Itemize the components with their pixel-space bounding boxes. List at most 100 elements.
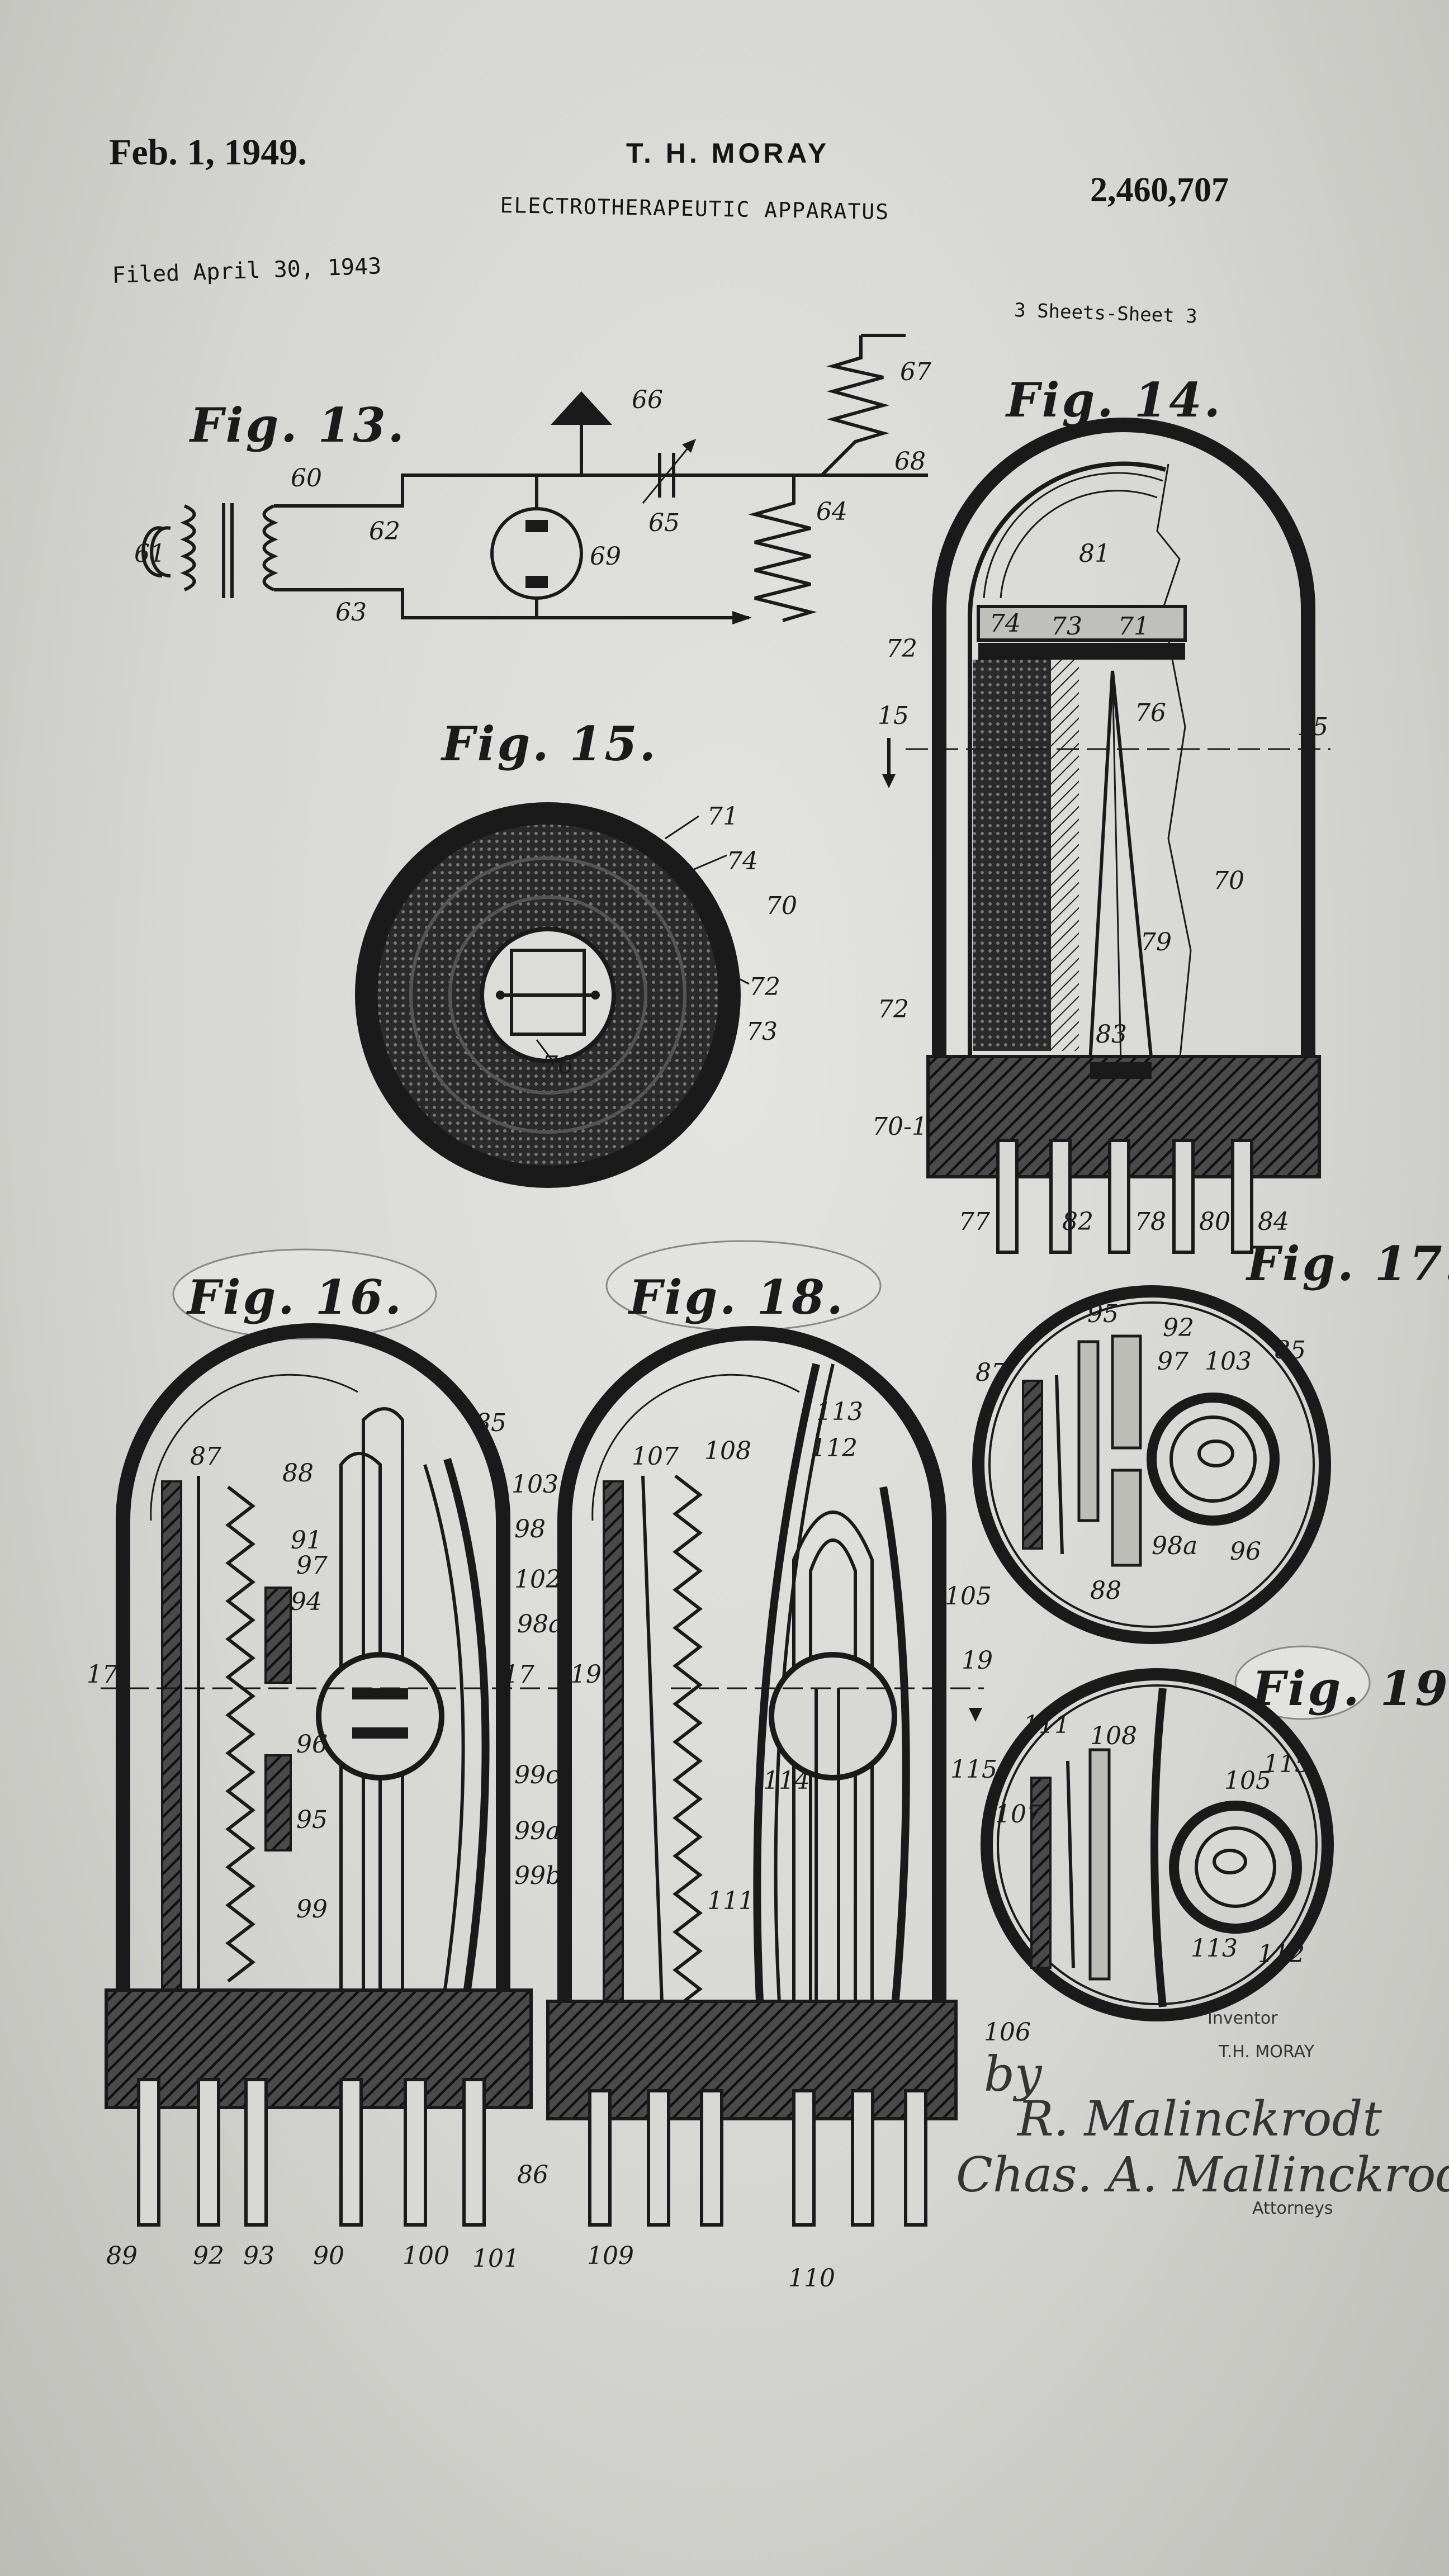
fig14-label-76: 76 <box>1135 699 1166 727</box>
figure-13-circuit: Fig. 13. <box>134 334 931 627</box>
figure-14-tube: Fig. 14. <box>872 372 1330 1254</box>
fig16-label-17a: 17 <box>87 1660 118 1689</box>
fig16-label-86: 86 <box>517 2161 548 2189</box>
fig14-label-78: 78 <box>1135 1208 1166 1236</box>
fig19-label-105: 105 <box>1224 1767 1271 1795</box>
fig18-caption: Fig. 18. <box>628 1270 845 1325</box>
fig18-label-19a: 19 <box>570 1660 602 1689</box>
fig18-label-112: 112 <box>811 1434 858 1462</box>
fig16-label-100: 100 <box>402 2242 449 2270</box>
fig17-label-85: 85 <box>1275 1336 1306 1365</box>
fig15-label-74: 74 <box>727 847 758 875</box>
fig18-label-113: 113 <box>816 1398 863 1426</box>
fig14-label-83: 83 <box>1096 1020 1127 1049</box>
fig18-label-105: 105 <box>945 1582 992 1611</box>
fig16-label-95: 95 <box>296 1806 328 1834</box>
fig19-label-113: 113 <box>1191 1934 1238 1963</box>
fig17-caption: Fig. 17. <box>1246 1236 1449 1291</box>
inventor-label: Inventor <box>1208 2009 1278 2028</box>
fig14-label-82: 82 <box>1062 1208 1093 1236</box>
figure-15-section: Fig. 15. 71 74 70 72 73 76 <box>355 716 797 1188</box>
fig15-label-73: 73 <box>746 1017 778 1046</box>
fig13-label-67: 67 <box>900 358 931 386</box>
fig17-label-97: 97 <box>1157 1347 1188 1376</box>
fig16-label-89: 89 <box>106 2242 138 2270</box>
fig15-label-76: 76 <box>542 1051 574 1079</box>
patent-number: 2,460,707 <box>1090 171 1229 209</box>
fig13-label-66: 66 <box>632 386 663 414</box>
fig18-label-106: 106 <box>984 2018 1031 2047</box>
fig14-label-15a: 15 <box>878 702 909 730</box>
fig16-label-99a: 99a <box>514 1817 560 1845</box>
fig13-label-65: 65 <box>648 509 680 537</box>
fig16-label-98a: 98a <box>517 1610 563 1639</box>
fig17-label-96: 96 <box>1230 1537 1261 1566</box>
fig14-label-70: 70 <box>1213 866 1244 895</box>
figure-16-tube: Fig. 16. <box>87 1248 563 2273</box>
fig19-label-108: 108 <box>1090 1722 1137 1750</box>
fig14-label-81: 81 <box>1079 539 1110 568</box>
fig15-caption: Fig. 15. <box>441 716 658 771</box>
fig14-label-74: 74 <box>989 609 1021 638</box>
fig15-label-72: 72 <box>749 973 780 1001</box>
attorney-signature-1: R. Malinckrodt <box>1016 2091 1382 2147</box>
fig16-label-101: 101 <box>472 2244 519 2273</box>
fig16-label-85: 85 <box>475 1409 506 1437</box>
fig14-label-70-1: 70-1 <box>872 1112 927 1141</box>
fig13-label-63: 63 <box>335 598 367 627</box>
fig18-label-109: 109 <box>587 2242 634 2270</box>
fig16-label-88: 88 <box>282 1459 314 1488</box>
fig13-label-60: 60 <box>291 464 322 493</box>
fig18-label-111: 111 <box>707 1887 754 1915</box>
fig14-label-15b: 15 <box>1297 713 1328 741</box>
fig16-label-87: 87 <box>190 1442 221 1471</box>
fig18-label-108: 108 <box>704 1437 751 1465</box>
fig18-label-110: 110 <box>788 2264 835 2293</box>
fig16-label-102: 102 <box>514 1565 561 1594</box>
signature-block: Inventor T.H. MORAY by R. Malinckrodt Ch… <box>956 2009 1449 2218</box>
fig17-label-98a: 98a <box>1152 1532 1197 1560</box>
fig17-label-88: 88 <box>1090 1576 1121 1605</box>
fig15-label-71: 71 <box>707 802 738 831</box>
fig16-label-103: 103 <box>512 1470 558 1499</box>
fig16-label-99b: 99b <box>514 1862 561 1890</box>
fig13-label-62: 62 <box>369 517 400 546</box>
figure-17-section: Fig. 17. 87 95 92 97 103 85 98a 88 96 <box>972 1236 1449 1644</box>
fig14-label-72b: 72 <box>878 995 909 1024</box>
fig17-label-87: 87 <box>976 1358 1007 1387</box>
fig16-label-94: 94 <box>291 1588 322 1616</box>
attorneys-label: Attorneys <box>1252 2199 1333 2218</box>
fig18-label-107: 107 <box>632 1442 679 1471</box>
figure-19-section: Fig. 19. 111 108 107 105 115 113 112 <box>981 1645 1449 2021</box>
fig18-label-114: 114 <box>763 1767 810 1795</box>
fig14-label-71: 71 <box>1118 612 1149 641</box>
fig16-label-99c: 99c <box>514 1761 560 1789</box>
fig16-label-97: 97 <box>296 1551 328 1580</box>
fig14-label-79: 79 <box>1140 928 1172 956</box>
fig14-label-80: 80 <box>1199 1208 1230 1236</box>
fig14-label-77: 77 <box>959 1208 990 1236</box>
fig16-label-91: 91 <box>291 1526 322 1555</box>
fig19-caption: Fig. 19. <box>1251 1661 1449 1716</box>
fig18-label-115: 115 <box>950 1755 997 1784</box>
fig13-label-68: 68 <box>894 447 926 476</box>
patent-date: Feb. 1, 1949. <box>109 132 307 173</box>
figure-18-tube: Fig. 18. <box>546 1240 1031 2293</box>
fig16-caption: Fig. 16. <box>186 1270 404 1325</box>
fig13-label-61: 61 <box>134 539 165 568</box>
fig16-label-98: 98 <box>514 1515 546 1543</box>
inventor-signature-name: T.H. MORAY <box>1218 2042 1315 2062</box>
fig16-label-96: 96 <box>296 1730 328 1759</box>
fig16-label-17b: 17 <box>503 1660 534 1689</box>
fig17-label-103: 103 <box>1205 1347 1252 1376</box>
fig19-label-111: 111 <box>1023 1711 1070 1739</box>
fig14-label-72a: 72 <box>886 634 917 663</box>
by-label: by <box>984 2047 1043 2103</box>
fig17-label-95: 95 <box>1087 1300 1119 1328</box>
inventor-name: T. H. MORAY <box>626 138 830 169</box>
fig13-label-69: 69 <box>590 542 621 571</box>
fig14-label-73: 73 <box>1051 612 1082 641</box>
fig16-label-93: 93 <box>243 2242 274 2270</box>
